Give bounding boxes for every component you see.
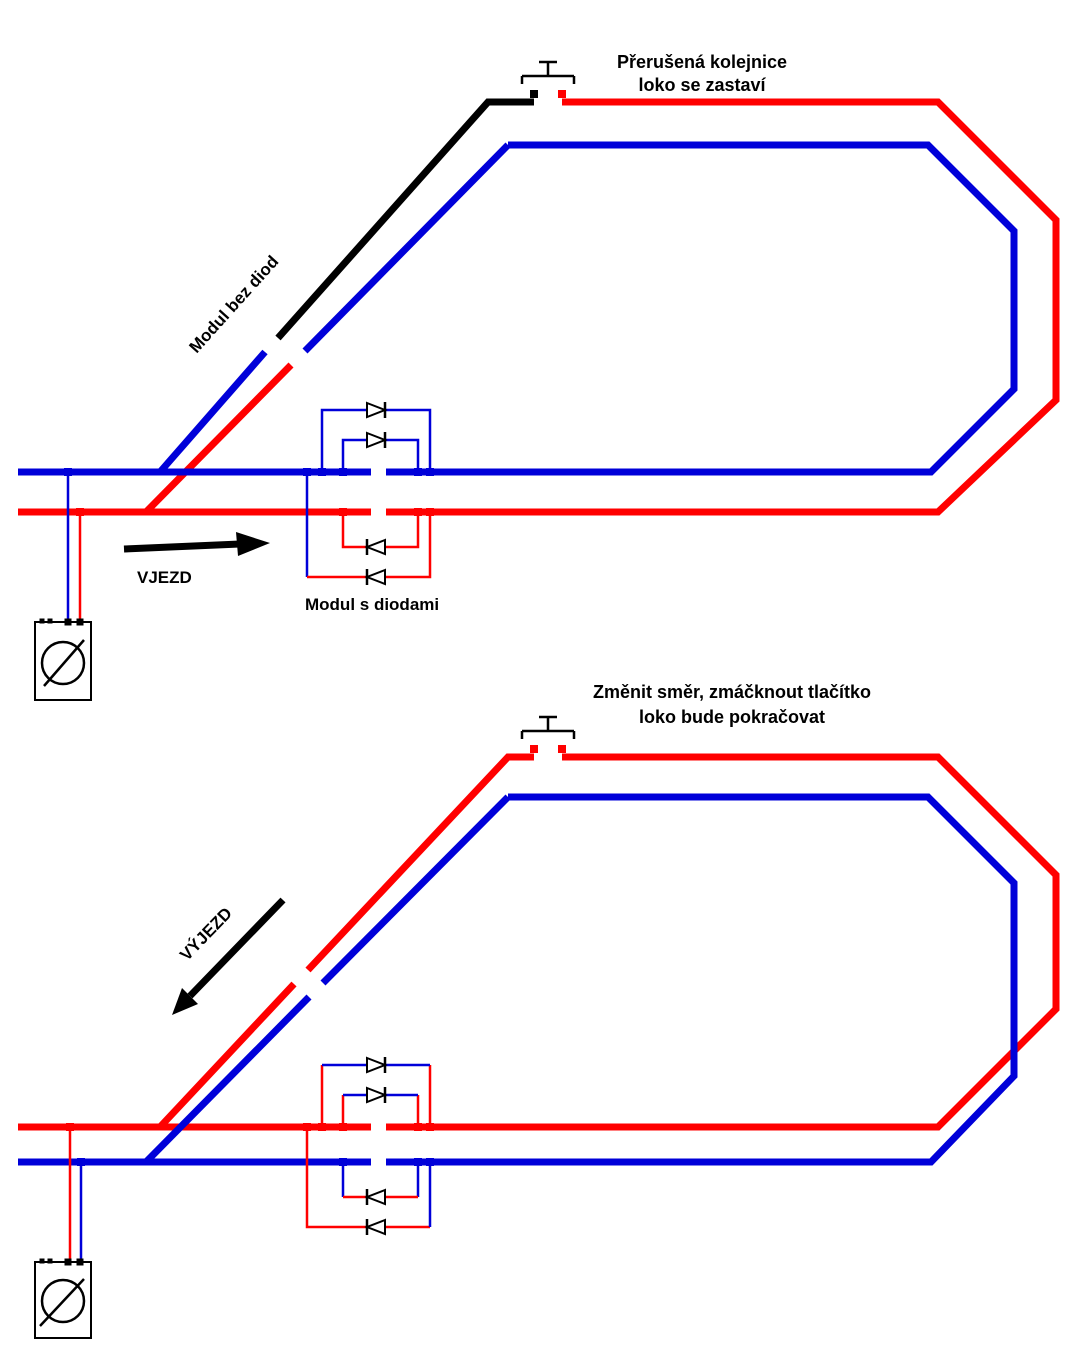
connection-dot	[414, 508, 422, 516]
controller-body	[34, 621, 92, 701]
diode-icon	[365, 567, 387, 587]
module-branch-3-drops	[341, 1162, 420, 1197]
connection-dot	[414, 1123, 422, 1131]
black-isolated-rail-section	[275, 98, 534, 341]
blue-rail-outer-diagonal-lower	[157, 349, 268, 475]
controller-terminal	[64, 618, 72, 626]
controller-knob-pointer	[43, 639, 85, 687]
arrow-shaft	[123, 540, 241, 553]
connection-dot	[318, 1123, 326, 1131]
top-push-button	[520, 60, 576, 98]
top-caption-line1: Přerušená kolejnice	[617, 52, 787, 72]
connection-dot	[303, 1123, 311, 1131]
module-diodes-label: Modul s diodami	[305, 595, 439, 614]
module-branch-2	[341, 438, 420, 472]
connection-dot	[339, 1123, 347, 1131]
connection-dot	[318, 468, 326, 476]
red-rail-inner-diagonal-lower	[143, 362, 294, 515]
red-rail-outer-diagonal-lower	[157, 981, 297, 1130]
button-terminal-left	[530, 90, 538, 98]
button-terminal-right	[558, 745, 566, 753]
button-contact-bar	[520, 74, 576, 84]
connection-dot	[339, 468, 347, 476]
blue-rail-loop	[386, 141, 1018, 476]
module-branch-4	[307, 512, 432, 579]
button-terminal-left	[530, 745, 538, 753]
top-diode-module	[303, 400, 434, 587]
red-rail-outer-diagonal-upper	[305, 753, 534, 973]
controller-knob-icon	[40, 1278, 86, 1324]
controller-terminal	[76, 1258, 84, 1266]
controller-terminal	[47, 618, 53, 624]
connection-dot	[414, 468, 422, 476]
arrow-head	[172, 988, 198, 1015]
controller-terminal	[39, 618, 45, 624]
entry-direction-label: VJEZD	[137, 568, 192, 587]
connection-dot	[339, 508, 347, 516]
connection-dot	[64, 468, 72, 476]
bottom-push-button	[520, 715, 576, 753]
top-direction-arrow	[123, 532, 270, 556]
top-caption-line2: loko se zastaví	[638, 75, 766, 95]
red-rail-loop	[386, 98, 1060, 516]
controller-terminal	[39, 1258, 45, 1264]
button-actuator-icon	[539, 715, 557, 731]
top-diagram: Přerušená kolejnice loko se zastaví Modu…	[18, 52, 1060, 701]
diode-icon	[365, 1187, 387, 1207]
blue-rail-inner-diagonal-upper	[302, 142, 511, 354]
button-contact-bar	[520, 729, 576, 739]
button-actuator-icon	[539, 60, 557, 76]
bottom-caption-line2: loko bude pokračovat	[639, 707, 825, 727]
connection-dot	[426, 468, 434, 476]
diode-icon	[365, 1085, 387, 1105]
diode-icon	[365, 537, 387, 557]
connection-dot	[426, 1158, 434, 1166]
red-rail-loop	[386, 753, 1060, 1131]
module-branch-4	[305, 1127, 430, 1229]
bottom-caption-line1: Změnit směr, zmáčknout tlačítko	[593, 682, 871, 702]
connection-dot	[339, 1158, 347, 1166]
diode-icon	[365, 400, 387, 420]
connection-dot	[426, 1123, 434, 1131]
connection-dot	[414, 1158, 422, 1166]
button-terminal-right	[558, 90, 566, 98]
blue-rail-loop	[386, 793, 1018, 1166]
bottom-diode-module	[303, 1055, 434, 1237]
top-controller	[34, 468, 92, 701]
module-branch-2-drops	[341, 1095, 420, 1127]
arrow-head	[236, 532, 270, 556]
top-rails	[18, 98, 1060, 516]
bottom-controller	[34, 1123, 92, 1339]
connection-dot	[76, 508, 84, 516]
controller-terminal	[47, 1258, 53, 1264]
controller-terminal	[76, 618, 84, 626]
controller-knob-icon	[40, 640, 86, 686]
connection-dot	[77, 1158, 85, 1166]
bottom-rails	[18, 753, 1060, 1166]
diode-icon	[365, 430, 387, 450]
connection-dot	[426, 508, 434, 516]
controller-terminal	[64, 1258, 72, 1266]
blue-rail-inner-diagonal-upper	[320, 794, 511, 986]
arrow-shaft	[187, 897, 286, 999]
diode-icon	[365, 1217, 387, 1237]
bottom-direction-arrow	[172, 897, 286, 1015]
connection-dot	[303, 468, 311, 476]
diode-icon	[365, 1055, 387, 1075]
controller-knob-pointer	[39, 1278, 85, 1327]
bottom-diagram: Změnit směr, zmáčknout tlačítko loko bud…	[18, 682, 1060, 1339]
bottom-labels: Změnit směr, zmáčknout tlačítko loko bud…	[176, 682, 871, 965]
blue-rail-inner-diagonal-lower	[143, 994, 312, 1165]
connection-dot	[66, 1123, 74, 1131]
module-branch-1-drops	[320, 1065, 432, 1127]
module-no-diodes-label: Modul bez diod	[185, 252, 282, 357]
